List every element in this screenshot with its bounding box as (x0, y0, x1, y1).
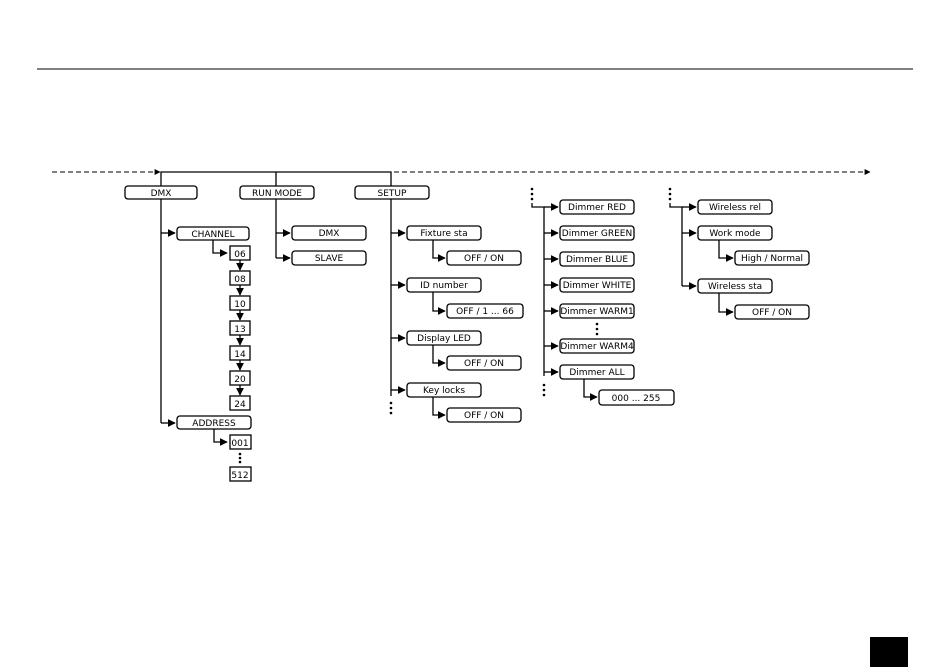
wireless-item-sta: Wireless sta (697, 278, 773, 294)
page-number-badge (870, 637, 908, 667)
channel-value-20: 20 (229, 370, 251, 386)
dimmer-item-warm1: Dimmer WARM1 (559, 303, 635, 319)
address-ellipsis (238, 452, 242, 464)
svg-text:13: 13 (234, 325, 245, 335)
setup-value-arrow (432, 345, 446, 367)
svg-text:Dimmer BLUE: Dimmer BLUE (566, 255, 628, 265)
wireless-value-arrow (718, 293, 734, 316)
svg-text:OFF / 1 ... 66: OFF / 1 ... 66 (456, 307, 514, 317)
menu-run-mode: RUN MODE (239, 185, 315, 200)
svg-text:Dimmer WARM4: Dimmer WARM4 (560, 342, 634, 352)
setup-value-id-number: OFF / 1 ... 66 (446, 303, 524, 319)
channel-value-06: 06 (229, 245, 251, 261)
svg-text:OFF / ON: OFF / ON (464, 411, 504, 421)
setup-value-arrow (432, 292, 446, 315)
svg-text:Wireless rel: Wireless rel (709, 203, 761, 213)
svg-text:10: 10 (234, 300, 246, 310)
svg-text:08: 08 (234, 275, 246, 285)
dimmer-range: 000 ... 255 (598, 389, 675, 406)
dimmer-trunk (531, 203, 545, 376)
svg-text:Work mode: Work mode (709, 229, 761, 239)
dimmer-mid-ellipsis (595, 322, 599, 336)
wireless-item-rel: Wireless rel (697, 199, 773, 215)
setup-value-key-locks: OFF / ON (446, 407, 522, 423)
dimmer-item-green: Dimmer GREEN (559, 225, 635, 241)
svg-text:24: 24 (234, 400, 246, 410)
address-value-first: 001 (229, 434, 252, 450)
wireless-value-sta: OFF / ON (734, 304, 810, 320)
address-value-last: 512 (229, 466, 252, 482)
dimmer-item-white: Dimmer WHITE (559, 277, 635, 293)
wireless-value-work-mode: High / Normal (734, 250, 810, 266)
setup-value-display-led: OFF / ON (446, 355, 522, 371)
setup-trunk-ellipsis (389, 401, 393, 415)
setup-item-fixture-sta: Fixture sta (406, 225, 482, 241)
dimmer-item-all: Dimmer ALL (559, 364, 635, 380)
svg-text:Dimmer GREEN: Dimmer GREEN (562, 229, 632, 239)
menu-run-mode-label: RUN MODE (252, 189, 302, 199)
svg-text:512: 512 (231, 471, 248, 481)
svg-text:OFF / ON: OFF / ON (464, 254, 504, 264)
wireless-top-ellipsis (668, 187, 672, 201)
run-mode-option-slave: SLAVE (291, 250, 367, 266)
address-label: ADDRESS (192, 419, 236, 429)
svg-text:OFF / ON: OFF / ON (752, 308, 792, 318)
svg-text:Fixture sta: Fixture sta (420, 229, 467, 239)
setup-item-display-led: Display LED (406, 330, 482, 346)
setup-item-key-locks: Key locks (406, 382, 482, 398)
dimmer-top-ellipsis (530, 187, 534, 201)
svg-text:20: 20 (234, 375, 246, 385)
svg-text:Dimmer ALL: Dimmer ALL (569, 368, 624, 378)
dimmer-item-warm4: Dimmer WARM4 (559, 338, 635, 354)
svg-text:Display LED: Display LED (417, 334, 471, 344)
channel-value-08: 08 (229, 270, 251, 286)
channel-value-14: 14 (229, 345, 251, 361)
channel-node: CHANNEL (176, 226, 250, 241)
svg-text:Dimmer WHITE: Dimmer WHITE (563, 281, 632, 291)
svg-text:000 ... 255: 000 ... 255 (612, 394, 661, 404)
run-mode-option-dmx: DMX (291, 225, 367, 241)
dimmer-bottom-ellipsis (542, 383, 546, 397)
dimmer-item-blue: Dimmer BLUE (559, 251, 635, 267)
channel-to-values-arrow (212, 240, 228, 257)
wireless-trunk (669, 203, 683, 286)
address-to-values-arrow (213, 429, 228, 446)
svg-text:14: 14 (234, 350, 246, 360)
svg-text:OFF / ON: OFF / ON (464, 359, 504, 369)
menu-setup-label: SETUP (378, 189, 407, 199)
setup-value-arrow (432, 397, 446, 419)
setup-item-id-number: ID number (406, 277, 482, 293)
svg-text:DMX: DMX (319, 229, 340, 239)
channel-label: CHANNEL (191, 230, 234, 240)
main-bus (160, 171, 392, 186)
channel-value-24: 24 (229, 395, 251, 411)
svg-text:Key locks: Key locks (423, 386, 465, 396)
setup-value-fixture-sta: OFF / ON (446, 250, 522, 266)
channel-value-10: 10 (229, 295, 251, 311)
address-node: ADDRESS (176, 415, 252, 430)
wireless-value-arrow (718, 240, 734, 262)
svg-text:High / Normal: High / Normal (741, 254, 803, 264)
dimmer-item-red: Dimmer RED (559, 199, 635, 215)
svg-text:Dimmer WARM1: Dimmer WARM1 (560, 307, 633, 317)
svg-text:SLAVE: SLAVE (315, 254, 344, 264)
dimmer-range-arrow (583, 379, 598, 401)
svg-text:Dimmer RED: Dimmer RED (568, 203, 626, 213)
svg-text:ID number: ID number (420, 281, 468, 291)
svg-text:06: 06 (234, 250, 246, 260)
menu-setup: SETUP (354, 185, 430, 200)
menu-dmx: DMX (124, 185, 198, 200)
wireless-item-work-mode: Work mode (697, 225, 773, 241)
setup-value-arrow (432, 240, 446, 262)
svg-text:Wireless sta: Wireless sta (708, 282, 762, 292)
channel-value-13: 13 (229, 320, 251, 336)
menu-dmx-label: DMX (151, 189, 172, 199)
svg-text:001: 001 (231, 439, 248, 449)
